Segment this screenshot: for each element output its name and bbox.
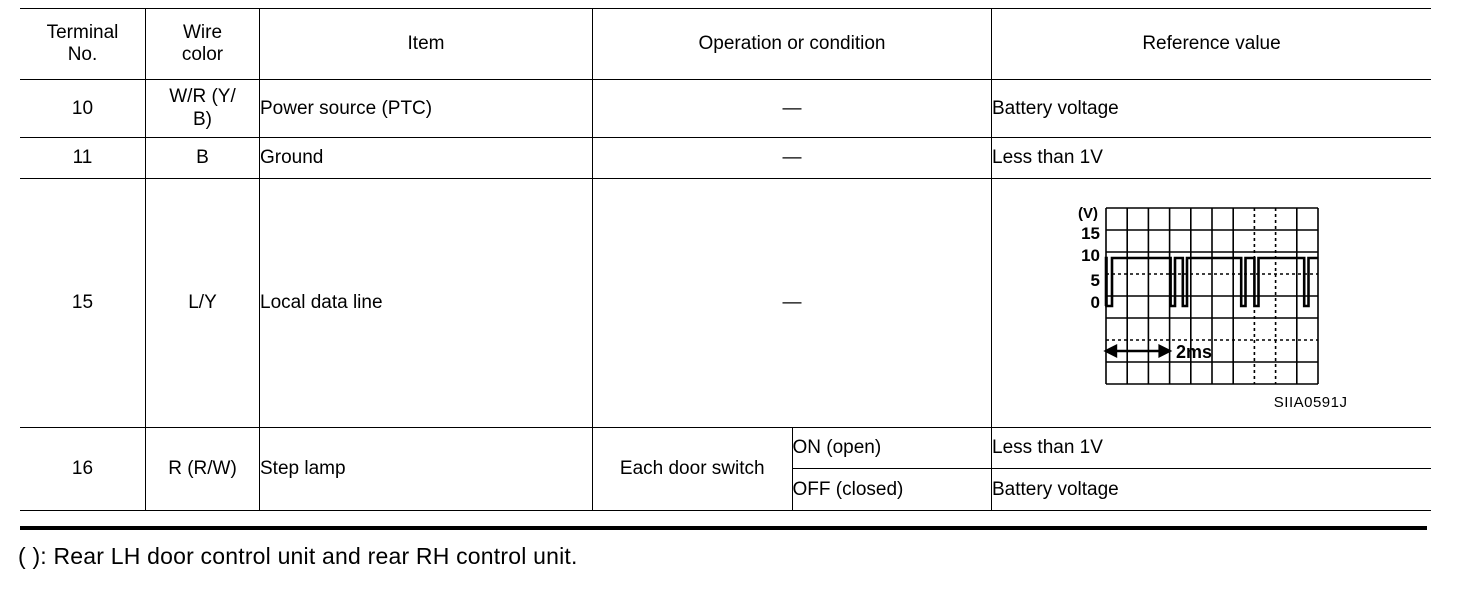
- column-header-item: Item: [259, 8, 593, 80]
- scope-y-unit-label: (V): [1078, 205, 1098, 222]
- oscilloscope-svg: (V) 15 10 5 0: [1078, 205, 1319, 385]
- terminal-reference-table: Terminal No. Wire color Item Operation o…: [20, 8, 1431, 511]
- cell-wire-color: L/Y: [145, 178, 260, 428]
- cell-item: Power source (PTC): [259, 79, 593, 138]
- scope-y-tick-10: 10: [1081, 246, 1100, 265]
- cell-item: Local data line: [259, 178, 593, 428]
- cell-item: Ground: [259, 137, 593, 179]
- table-row: 15 L/Y Local data line — (V) 15 10 5 0: [20, 178, 1431, 428]
- table-row: OFF (closed) Battery voltage: [20, 468, 1431, 511]
- cell-reference: Battery voltage: [991, 468, 1431, 511]
- cell-terminal-no: 11: [20, 137, 146, 179]
- cell-reference: Battery voltage: [991, 79, 1431, 138]
- column-header-terminal-no-line2: No.: [67, 44, 98, 65]
- table-header-row: Terminal No. Wire color Item Operation o…: [20, 8, 1431, 80]
- figure-code-label: SIIA0591J: [1273, 393, 1348, 411]
- column-header-wire-color-line2: color: [181, 44, 224, 65]
- cell-item: Step lamp: [259, 427, 593, 511]
- table-row: 16 R (R/W) Step lamp Each door switch ON…: [20, 427, 1431, 511]
- table-body: 10 W/R (Y/ B) Power source (PTC) — Batte…: [20, 79, 1431, 511]
- column-header-terminal-no: Terminal No.: [20, 8, 146, 80]
- footnote-text: ( ): Rear LH door control unit and rear …: [18, 543, 578, 569]
- cell-terminal-no: 10: [20, 79, 146, 138]
- cell-operation: —: [592, 137, 992, 179]
- cell-wire-color: B: [145, 137, 260, 179]
- cell-operation: —: [592, 178, 992, 428]
- table-bottom-rule: [20, 526, 1427, 530]
- column-header-wire-color: Wire color: [145, 8, 260, 80]
- cell-reference: Less than 1V: [991, 137, 1431, 179]
- cell-terminal-no: 15: [20, 178, 146, 428]
- cell-operation: —: [592, 79, 992, 138]
- cell-sub-condition-off: OFF (closed): [791, 468, 992, 511]
- column-header-terminal-no-line1: Terminal: [46, 21, 119, 43]
- table-row: 10 W/R (Y/ B) Power source (PTC) — Batte…: [20, 79, 1431, 138]
- scope-y-tick-15: 15: [1081, 224, 1100, 243]
- cell-terminal-no: 16: [20, 427, 146, 511]
- cell-reference-waveform: (V) 15 10 5 0: [991, 178, 1431, 428]
- column-header-operation: Operation or condition: [592, 8, 992, 80]
- cell-sub-condition-on: ON (open): [791, 427, 992, 469]
- table-header: Terminal No. Wire color Item Operation o…: [20, 8, 1431, 80]
- cell-reference: Less than 1V: [991, 427, 1431, 469]
- scope-waveform: [1104, 256, 1318, 307]
- oscilloscope-figure: (V) 15 10 5 0: [1062, 196, 1362, 411]
- cell-wire-color-line1: W/R (Y/: [169, 86, 236, 108]
- cell-operation: Each door switch: [592, 427, 792, 511]
- scope-y-tick-0: 0: [1090, 293, 1099, 312]
- scope-time-scale-marker: [1102, 343, 1172, 358]
- column-header-reference: Reference value: [991, 8, 1431, 80]
- cell-wire-color-line2: B): [193, 108, 212, 130]
- scope-y-tick-5: 5: [1090, 271, 1099, 290]
- cell-wire-color: W/R (Y/ B): [145, 79, 260, 138]
- cell-wire-color: R (R/W): [145, 427, 260, 511]
- column-header-wire-color-line1: Wire: [182, 21, 223, 43]
- scope-grid: [1104, 206, 1319, 385]
- scope-time-scale-label: 2ms: [1176, 342, 1212, 362]
- table-row: 11 B Ground — Less than 1V: [20, 137, 1431, 179]
